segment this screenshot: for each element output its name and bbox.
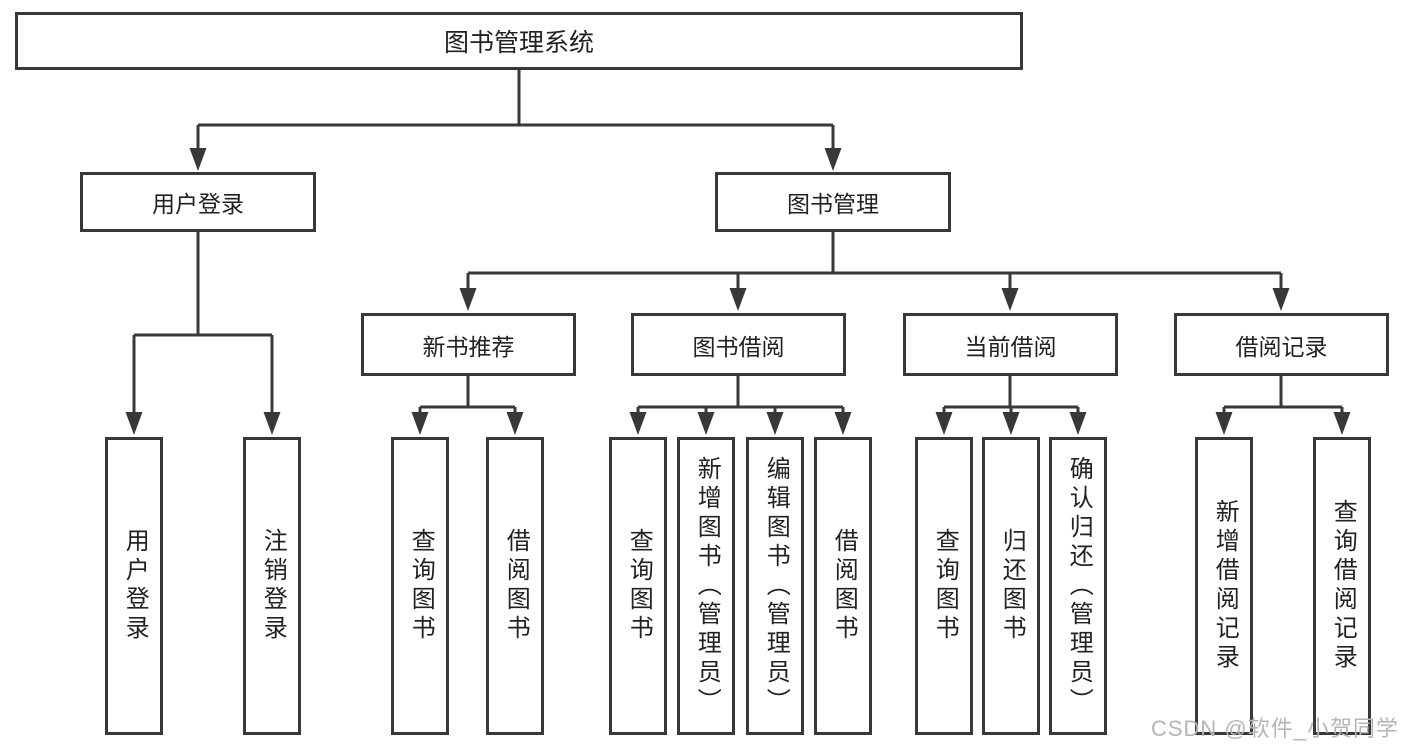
leaf-label: 借阅图书 [502,528,530,644]
node-label: 图书管理系统 [443,29,594,57]
leaf-label: 查询图书 [407,528,435,644]
leaf-borrow-edit-book-admin: 编辑图书（管理员） [746,437,804,735]
arrowhead [1333,412,1351,435]
connector-book-borrow-subtree [636,376,845,414]
arrowhead [766,412,784,435]
node-label: 图书管理 [787,191,879,217]
leaf-label: 新增借阅记录 [1211,499,1239,673]
node-book-mgmt: 图书管理 [715,172,951,232]
leaf-borrow-add-book-admin: 新增图书（管理员） [677,437,735,735]
connector-new-books-subtree [418,376,517,414]
leaf-label: 归还图书 [998,528,1026,644]
leaf-current-query-book: 查询图书 [915,437,973,735]
arrowhead [697,412,715,435]
node-current-borrow: 当前借阅 [903,313,1118,376]
leaf-borrow-borrow-book: 借阅图书 [814,437,872,735]
leaf-newbooks-borrow-book: 借阅图书 [486,437,544,735]
connector-current-borrow-subtree [942,376,1080,414]
arrowhead [459,288,477,311]
arrowhead [1272,288,1290,311]
node-user-login: 用户登录 [80,172,316,232]
leaf-newbooks-query-book: 查询图书 [391,437,449,735]
leaf-label: 确认归还（管理员） [1065,455,1093,717]
connector-user-login-subtree [132,232,274,414]
csdn-watermark: CSDN @软件_小贺同学 [1150,716,1399,741]
arrowhead [189,148,207,171]
leaf-current-return-book: 归还图书 [982,437,1040,735]
node-label: 借阅记录 [1235,333,1328,360]
leaf-user-login: 用户登录 [105,437,163,735]
arrowhead [729,288,747,311]
node-label: 用户登录 [152,191,244,217]
leaf-label: 用户登录 [121,528,149,644]
leaf-label: 查询图书 [625,528,653,644]
arrowhead [935,412,953,435]
arrowhead [629,412,647,435]
leaf-label: 查询图书 [931,528,959,644]
connector-borrow-records-subtree [1222,376,1344,414]
arrowhead [506,412,524,435]
arrowhead [1069,412,1087,435]
connector-root-to-level2 [196,70,835,150]
arrowhead [824,148,842,171]
leaf-borrow-query-book: 查询图书 [609,437,667,735]
leaf-label: 借阅图书 [830,528,858,644]
arrowhead [1001,288,1019,311]
leaf-records-query-record: 查询借阅记录 [1313,437,1371,735]
node-root-system: 图书管理系统 [15,12,1023,70]
node-book-borrow: 图书借阅 [631,313,846,376]
leaf-logout: 注销登录 [243,437,301,735]
leaf-current-confirm-return-admin: 确认归还（管理员） [1049,437,1107,735]
node-new-books: 新书推荐 [361,313,576,376]
node-label: 新书推荐 [422,333,515,360]
arrowhead [834,412,852,435]
leaf-label: 编辑图书（管理员） [762,455,790,717]
arrowheads [125,148,1351,435]
connector-book-mgmt-to-level3 [466,232,1283,291]
node-label: 当前借阅 [964,333,1057,360]
arrowhead [125,412,143,435]
node-label: 图书借阅 [692,333,785,360]
leaf-records-add-record: 新增借阅记录 [1195,437,1253,735]
leaf-label: 新增图书（管理员） [693,455,721,717]
arrowhead [1215,412,1233,435]
node-borrow-records: 借阅记录 [1174,313,1389,376]
leaf-label: 查询借阅记录 [1329,499,1357,673]
arrowhead [411,412,429,435]
arrowhead [1002,412,1020,435]
leaf-label: 注销登录 [259,528,287,644]
arrowhead [263,412,281,435]
